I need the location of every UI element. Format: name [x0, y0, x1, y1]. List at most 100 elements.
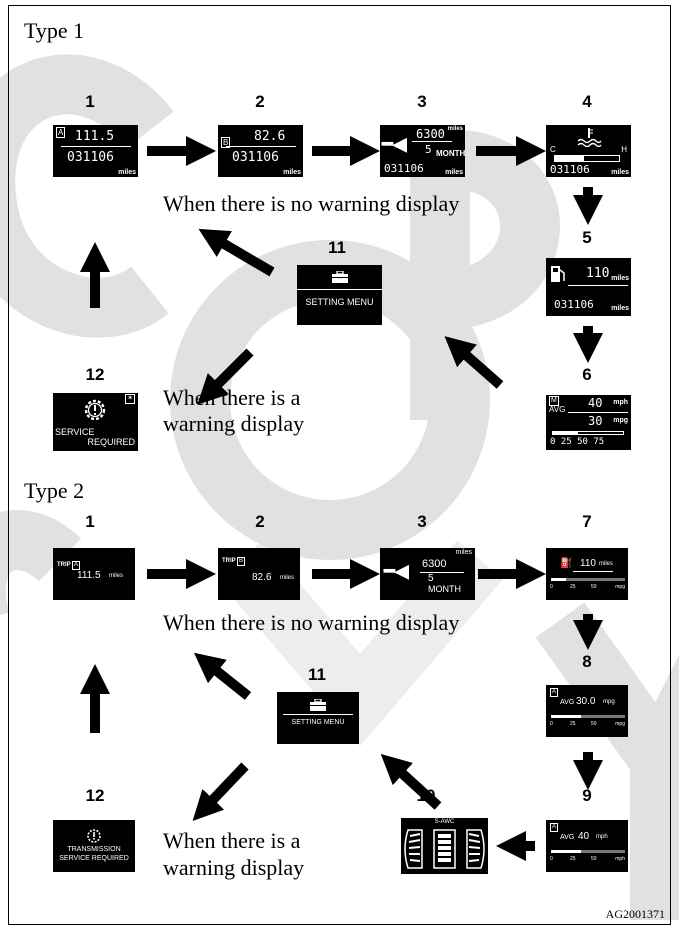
- odometer-value: 031106: [232, 150, 279, 165]
- type1-screen-trip-b: B 82.6 031106 miles: [218, 125, 303, 177]
- arrow-11-to-2: [198, 228, 275, 277]
- type2-title: Type 2: [24, 478, 85, 503]
- type2-number-9: 9: [582, 786, 592, 805]
- type1-screen-setting-menu: SETTING MENU: [297, 265, 382, 325]
- warning-badge-icon: ✶: [125, 394, 135, 404]
- average-unit: mph: [596, 834, 608, 840]
- trip-badge: A: [56, 127, 66, 138]
- type2-screen-range: ⛽ 110 miles 0 25 50 mpg: [546, 548, 628, 600]
- trip-unit: miles: [109, 573, 124, 579]
- coolant-temperature-icon: [577, 128, 602, 147]
- service-line-2: REQUIRED: [87, 437, 135, 447]
- range-value: 110: [586, 266, 610, 281]
- average-label: AVG: [560, 699, 575, 706]
- average-badge: A: [550, 823, 559, 832]
- arrow-t2-11-to-2: [193, 652, 252, 700]
- type2-number-3: 3: [417, 512, 427, 531]
- type2-number-7: 7: [582, 512, 592, 531]
- maintenance-months: 5: [428, 573, 434, 584]
- type1-caption-warning-line1: When there is a: [163, 385, 301, 410]
- range-gauge: [551, 578, 625, 581]
- type1-screen-maintenance: ━◀ 6300 miles 5 MONTH 031106 miles: [380, 125, 465, 177]
- average-badge: M: [549, 396, 559, 406]
- scale-unit: mpg: [615, 721, 625, 727]
- trip-value: 111.5: [77, 570, 101, 581]
- arrow-11-to-12: [197, 348, 254, 405]
- type1-screen-service-required: ✶ SERVICE REQUIRED: [53, 393, 138, 451]
- toolbox-icon: [332, 271, 348, 283]
- type2-screen-average-mpg: A AVG 30.0 mpg 0 25 50 mpg: [546, 685, 628, 737]
- maintenance-miles-unit: miles: [455, 549, 472, 556]
- wrench-icon: ━◀: [384, 561, 409, 581]
- fuel-pump-icon: ⛽: [560, 558, 573, 569]
- trip-value: 82.6: [254, 129, 286, 144]
- average-speed-unit: mph: [613, 399, 628, 406]
- type1-title: Type 1: [24, 18, 85, 43]
- type2-number-11: 11: [308, 665, 326, 684]
- odometer-unit: miles: [611, 169, 629, 176]
- toolbox-icon: [310, 699, 326, 711]
- average-badge: A: [550, 688, 559, 697]
- scale-50: 50: [591, 721, 597, 727]
- type2-screen-s-awc: S-AWC: [401, 818, 488, 874]
- setting-menu-label: SETTING MENU: [305, 297, 374, 307]
- type2-screen-setting-menu: SETTING MENU: [277, 692, 359, 744]
- scale-0: 0: [550, 856, 553, 862]
- average-speed-value: 40: [588, 396, 603, 410]
- type1-number-4: 4: [582, 92, 592, 111]
- type1-number-1: 1: [85, 92, 95, 111]
- odometer-value: 031106: [550, 163, 590, 176]
- scale-50: 50: [591, 856, 597, 862]
- s-awc-label: S-AWC: [434, 819, 455, 825]
- type1-number-6: 6: [582, 365, 592, 384]
- type1-caption-warning-line2: warning display: [163, 411, 305, 436]
- trip-value: 82.6: [252, 572, 272, 583]
- maintenance-month-unit: MONTH: [428, 584, 461, 594]
- type1-number-11: 11: [328, 238, 346, 257]
- average-mpg-value: 30: [588, 414, 603, 428]
- scale-50: 50: [591, 584, 597, 590]
- average-gauge: [552, 431, 624, 435]
- setting-menu-label: SETTING MENU: [291, 719, 345, 726]
- average-gauge: [551, 715, 625, 718]
- odometer-unit: miles: [283, 169, 301, 176]
- type2-caption-warning-line2: warning display: [163, 855, 305, 880]
- type2-caption-no-warning: When there is no warning display: [163, 610, 460, 635]
- figure-id: AG2001371: [605, 907, 665, 921]
- odometer-value: 031106: [554, 298, 594, 311]
- maintenance-miles: 6300: [422, 558, 447, 570]
- type1-number-12: 12: [85, 365, 105, 384]
- type2-screen-maintenance: ━◀ miles 6300 5 MONTH: [380, 548, 475, 600]
- scale-0: 0: [550, 721, 553, 727]
- type1-number-3: 3: [417, 92, 427, 111]
- type1-screen-average: M AVG 40 mph 30 mpg 0 25 50 75: [546, 395, 631, 450]
- type1-caption-no-warning: When there is no warning display: [163, 191, 460, 216]
- scale-25: 25: [570, 721, 576, 727]
- average-value: 40: [578, 831, 590, 842]
- service-gear-warning-icon: [87, 829, 101, 843]
- scale-0: 0: [550, 584, 553, 590]
- temp-gauge: [554, 155, 620, 162]
- trip-badge: B: [221, 137, 231, 148]
- average-value: 30.0: [576, 696, 596, 707]
- maintenance-miles: 6300: [416, 127, 445, 141]
- type1-number-2: 2: [255, 92, 265, 111]
- type2-number-12: 12: [85, 786, 105, 805]
- type2-number-8: 8: [582, 652, 592, 671]
- s-awc-vehicle-icon: [404, 829, 485, 869]
- scale-unit: mpg: [615, 584, 625, 590]
- type2-number-1: 1: [85, 512, 95, 531]
- trip-badge: B: [237, 557, 246, 566]
- average-label: AVG: [560, 834, 575, 841]
- scale-25: 25: [570, 584, 576, 590]
- type1-screen-range: 110 miles 031106 miles: [546, 258, 631, 316]
- type2-screen-trip-b: TRIP B 82.6 miles: [218, 548, 300, 600]
- service-line-2: SERVICE REQUIRED: [59, 855, 129, 862]
- type2-screen-transmission-service: TRANSMISSION SERVICE REQUIRED: [53, 820, 135, 872]
- temp-cold-label: C: [550, 145, 556, 154]
- arrow-t2-10-to-11: [380, 753, 442, 810]
- average-unit: mpg: [603, 699, 615, 705]
- maintenance-miles-unit: miles: [447, 126, 463, 132]
- type1-screen-trip-a: A 111.5 031106 miles: [53, 125, 138, 177]
